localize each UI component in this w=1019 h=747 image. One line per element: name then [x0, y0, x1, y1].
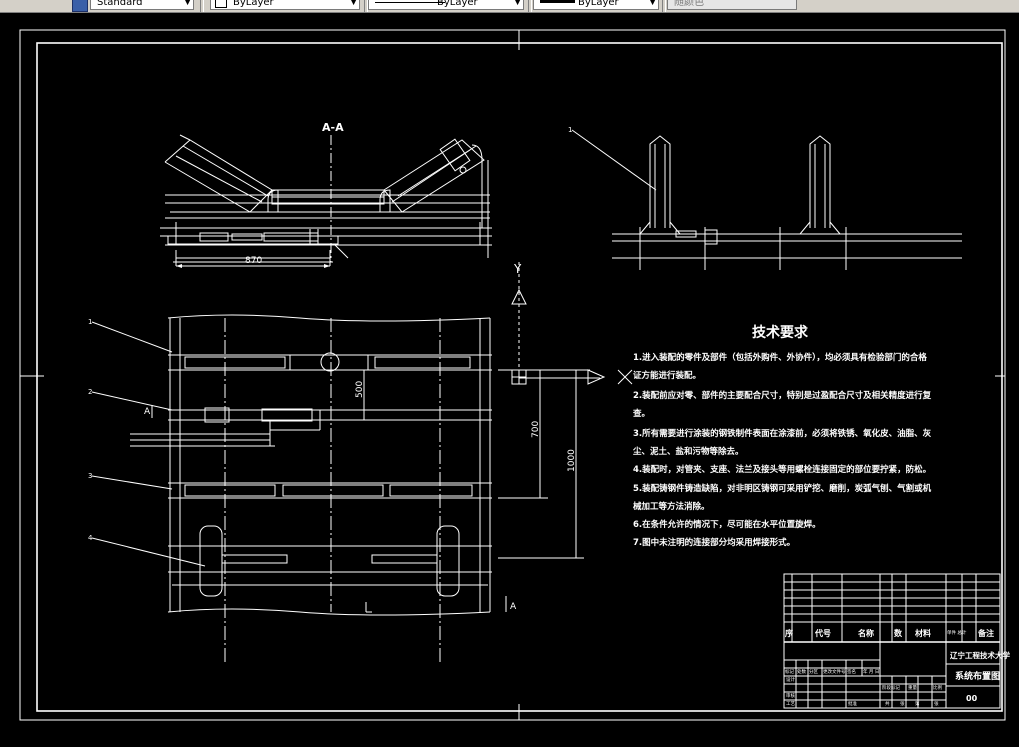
- layer-color-dropdown[interactable]: ByLayer ▼: [210, 0, 360, 10]
- side-view: [571, 129, 962, 270]
- lineweight-preview-icon: [540, 0, 575, 3]
- tb-header-name: 名称: [858, 628, 874, 638]
- linetype-dropdown[interactable]: ByLayer ▼: [368, 0, 524, 10]
- section-marker-a: A: [144, 407, 151, 417]
- axis-y-label: Y: [513, 262, 522, 276]
- tb-stage: 阶段标记: [882, 684, 900, 691]
- tech-line: 证方能进行装配。: [633, 370, 701, 381]
- section-view-aa: [160, 134, 492, 266]
- tb-header-qty: 数: [894, 628, 903, 638]
- tb-header-weight: 单件 总计: [947, 629, 967, 636]
- tech-title: 技术要求: [752, 324, 809, 341]
- tb-sign-count: 处数: [797, 668, 806, 675]
- title-block: [783, 573, 1001, 709]
- tb-sign-doc: 更改文件号: [823, 668, 846, 675]
- cad-drawing: 870 A-A: [19, 29, 1010, 721]
- tb-header-code: 代号: [814, 628, 831, 638]
- leader-label: 1: [568, 126, 572, 134]
- tb-sign-zone: 分区: [809, 668, 818, 675]
- text-style-value: Standard: [97, 0, 143, 8]
- linetype-preview-icon: [375, 2, 445, 3]
- color-swatch-icon: [215, 0, 227, 8]
- plot-style-dropdown[interactable]: 随颜色: [667, 0, 797, 10]
- toolbar-separator: [200, 0, 204, 12]
- lineweight-dropdown[interactable]: ByLayer ▼: [533, 0, 659, 10]
- dim-870: 870: [245, 256, 262, 266]
- tech-line: 2.装配前应对零、部件的主要配合尺寸，特别是过盈配合尺寸及相关精度进行复: [633, 390, 932, 401]
- tb-scale: 比例: [933, 684, 942, 691]
- toolbar-separator: [528, 0, 532, 12]
- tb-weight: 重量: [908, 684, 917, 691]
- drawing-canvas[interactable]: 870 A-A: [0, 12, 1019, 743]
- text-style-icon[interactable]: [72, 0, 88, 12]
- toolbar-separator: [662, 0, 666, 12]
- tb-approve: 批准: [848, 700, 857, 707]
- tech-line: 查。: [632, 408, 650, 419]
- tb-sign-date: 年 月 日: [863, 668, 879, 675]
- tech-line: 4.装配时，对管夹、支座、法兰及接头等用螺栓连接固定的部位要拧紧，防松。: [633, 464, 931, 475]
- tech-line: 3.所有需要进行涂装的钢铁制件表面在涂漆前，必须将铁锈、氧化皮、油脂、灰: [633, 428, 932, 439]
- toolbar-separator: [364, 0, 368, 12]
- layer-color-value: ByLayer: [233, 0, 274, 8]
- lineweight-value: ByLayer: [578, 0, 619, 8]
- tb-header-material: 材料: [915, 628, 931, 638]
- properties-toolbar: Standard ▼ ByLayer ▼ ByLayer ▼ ByLayer ▼…: [0, 0, 1019, 13]
- tb-sheet-no: 第: [915, 700, 920, 707]
- tb-sheet-total: 共: [885, 700, 890, 707]
- tb-drawing-no: 00: [966, 694, 978, 703]
- tech-line: 械加工等方法消除。: [633, 501, 710, 512]
- dim-500: 500: [355, 381, 365, 398]
- tech-line: 尘、泥土、盐和污物等除去。: [633, 446, 744, 457]
- tb-review: 审核: [786, 692, 795, 699]
- tb-sheet-unit: 张: [934, 700, 939, 707]
- tb-drawing-name: 系统布置图: [955, 670, 1000, 682]
- tech-requirements: 1.进入装配的零件及部件（包括外购件、外协件），均必须具有检验部门的合格 证方能…: [632, 352, 932, 548]
- chevron-down-icon: ▼: [350, 0, 357, 7]
- tech-line: 1.进入装配的零件及部件（包括外购件、外协件），均必须具有检验部门的合格: [633, 352, 927, 363]
- leader-label: 1: [88, 318, 92, 326]
- chevron-down-icon: ▼: [184, 0, 191, 7]
- leader-label: 2: [88, 388, 92, 396]
- tb-header-note: 备注: [977, 628, 994, 638]
- chevron-down-icon: ▼: [649, 0, 656, 7]
- dim-700: 700: [531, 421, 541, 438]
- plot-style-value: 随颜色: [674, 0, 704, 8]
- sheet-outer-border: [19, 29, 1006, 721]
- section-marker-a: A: [510, 602, 517, 612]
- chevron-down-icon: ▼: [514, 0, 521, 7]
- tb-header-seq: 序: [785, 628, 793, 638]
- center-marks: [20, 30, 1005, 720]
- leader-label: 4: [88, 534, 93, 542]
- dim-1000: 1000: [567, 449, 577, 472]
- tb-sheet-unit: 张: [900, 700, 905, 707]
- tech-line: 7.图中未注明的连接部分均采用焊接形式。: [633, 537, 795, 548]
- section-label: A-A: [322, 121, 344, 134]
- tb-process: 工艺: [786, 701, 795, 707]
- tech-line: 6.在条件允许的情况下，尽可能在水平位置旋焊。: [633, 519, 821, 530]
- tb-sign-sig: 签名: [847, 668, 856, 675]
- leader-label: 3: [88, 472, 92, 480]
- tech-line: 5.装配铸钢件铸造缺陷，对非明区铸钢可采用铲挖、磨削，炭弧气刨、气割或机: [633, 483, 932, 494]
- text-style-dropdown[interactable]: Standard ▼: [90, 0, 194, 10]
- plan-view: [91, 262, 633, 662]
- tb-sign-mark: 标记: [785, 668, 794, 675]
- tb-school: 辽宁工程技术大学: [950, 650, 1010, 660]
- tb-design: 设计: [786, 676, 795, 683]
- linetype-value: ByLayer: [437, 0, 478, 8]
